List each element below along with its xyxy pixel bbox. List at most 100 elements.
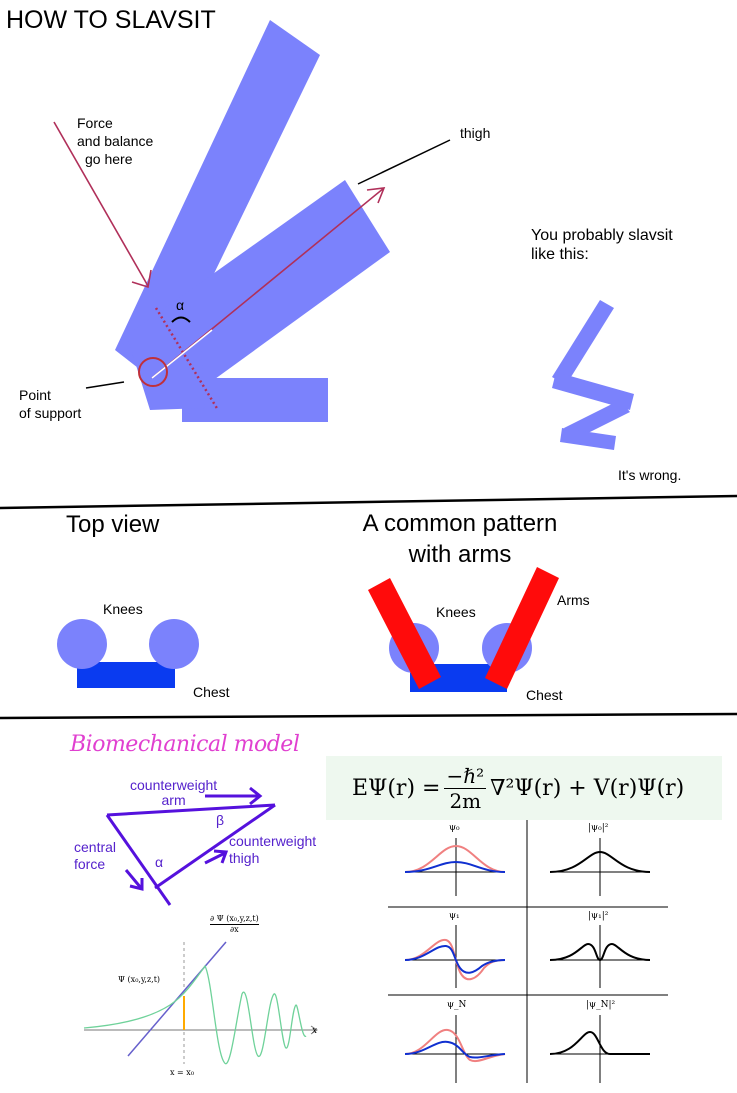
alpha-label: α	[176, 297, 185, 313]
arms-view-knees: Knees	[436, 604, 476, 620]
wrong-shin	[564, 400, 630, 440]
wrong-foot	[560, 428, 616, 450]
arm-left	[368, 578, 441, 689]
psi0-blue	[404, 860, 506, 873]
psiN-density	[549, 1030, 650, 1055]
hip-shape	[125, 330, 205, 410]
shin-shape	[182, 378, 328, 422]
psi0-density	[549, 850, 651, 873]
equation-fraction: −ℏ² 2m	[444, 763, 487, 813]
psi1-sq-label: |ψ₁|²	[588, 911, 609, 921]
force-arrow-head	[131, 269, 152, 289]
thigh-leader	[357, 139, 451, 185]
arm-right	[485, 567, 559, 689]
model-line-left	[105, 814, 172, 906]
equation-box	[326, 756, 722, 820]
psiN-label: ψ_N	[447, 1000, 467, 1010]
arms-view-title-line-1: A common pattern	[362, 510, 558, 537]
psi0-red	[404, 844, 506, 873]
model-beta: β	[216, 812, 225, 828]
model-triangle	[105, 786, 276, 906]
schrodinger-equation: EΨ(r) = −ℏ² 2m ∇²Ψ(r) + V(r)Ψ(r)	[352, 760, 684, 816]
alpha-arc	[171, 316, 191, 323]
psi1-red	[404, 938, 506, 981]
thigh-axis-arrow-head	[366, 187, 386, 204]
torso-shape	[115, 20, 320, 385]
central-force-line-2: force	[74, 856, 106, 872]
psi0-sq-label: |ψ₀|²	[588, 823, 609, 833]
support-label-line-1: Point	[19, 387, 51, 403]
wrong-label: It's wrong.	[618, 467, 682, 483]
counterweight-thigh-line-1: counterweight	[229, 833, 317, 849]
derivative-top-den: ∂x	[230, 925, 239, 934]
central-force-line-1: central	[74, 839, 117, 855]
equation-lhs: EΨ(r) =	[352, 775, 441, 801]
counterweight-thigh-line-2: thigh	[229, 850, 260, 866]
top-view-title: Top view	[66, 511, 160, 538]
force-label-line-1: Force	[77, 115, 113, 131]
model-line-right	[154, 803, 276, 890]
psiN-red	[404, 1028, 506, 1063]
psi1-blue	[404, 945, 506, 974]
x0-label: x = x₀	[170, 1068, 195, 1077]
psi-label: Ψ (x₀,y,z,t)	[118, 975, 161, 984]
central-force-arrow-head	[129, 878, 144, 891]
derivative-top-num: ∂ Ψ (x₀,y,z,t)	[210, 914, 259, 925]
psiN-blue	[404, 1040, 506, 1059]
x-axis-label: x	[312, 1026, 318, 1036]
top-view-chest: Chest	[193, 684, 230, 700]
knee-right	[149, 619, 199, 669]
counterweight-arm-label: counterweight arm	[130, 778, 217, 808]
equation-numerator: −ℏ²	[444, 763, 487, 789]
model-title: Biomechanical model	[70, 732, 300, 757]
chest-block	[77, 662, 175, 688]
support-leader	[85, 381, 125, 389]
central-force-arrow	[124, 869, 143, 889]
derivative-top-label: ∂ Ψ (x₀,y,z,t) ∂x	[210, 914, 259, 935]
arms-view-chest: Chest	[526, 687, 563, 703]
psiN-sq-label: |ψ_N|²	[586, 1000, 616, 1010]
knee-left	[57, 619, 107, 669]
support-circle	[138, 357, 168, 387]
squat-figure	[115, 20, 390, 422]
equation-denominator: 2m	[449, 788, 482, 813]
wrong-figure	[552, 300, 634, 450]
support-label-line-2: of support	[19, 405, 82, 421]
wave-curve	[83, 964, 307, 1065]
probably-label-line-2: like this:	[531, 246, 589, 263]
page-title: HOW TO SLAVSIT	[6, 6, 216, 34]
model-line-top	[106, 803, 276, 817]
counterweight-arm-arrow-head	[249, 786, 263, 806]
arms-view-title-line-2: with arms	[408, 541, 512, 568]
thigh-label: thigh	[460, 125, 491, 141]
counterweight-thigh-label: counterweight thigh	[229, 833, 316, 867]
wavefunction-grid	[388, 820, 668, 1083]
central-force-label: central force	[74, 839, 116, 873]
force-arrow	[53, 121, 149, 287]
support-label: Point of support	[19, 386, 81, 422]
counterweight-thigh-arrow-head	[213, 849, 229, 864]
probably-label: You probably slavsit like this:	[531, 226, 673, 264]
wrong-thigh	[552, 372, 634, 410]
divider-2	[0, 712, 737, 720]
force-label: Force and balance go here	[77, 114, 153, 168]
model-alpha: α	[155, 854, 164, 870]
counterweight-arm-line-2: arm	[161, 792, 186, 808]
force-label-line-3: go here	[85, 151, 133, 167]
psi0-label: ψ₀	[449, 823, 460, 833]
probably-label-line-1: You probably slavsit	[531, 227, 673, 244]
arms-view-arms: Arms	[557, 592, 590, 608]
divider-1	[0, 494, 737, 510]
derivative-x-arrow	[310, 1025, 318, 1035]
top-view-knees: Knees	[103, 601, 143, 617]
arms-view-title: A common pattern with arms	[340, 508, 580, 570]
equation-rhs: ∇²Ψ(r) + V(r)Ψ(r)	[490, 775, 685, 801]
counterweight-thigh-arrow	[204, 851, 226, 865]
wrong-torso	[552, 300, 614, 385]
counterweight-arm-line-1: counterweight	[130, 777, 218, 793]
force-label-line-2: and balance	[77, 133, 154, 149]
psi1-density	[549, 942, 651, 962]
psi1-label: ψ₁	[449, 911, 460, 921]
derivative-plot	[83, 941, 318, 1065]
